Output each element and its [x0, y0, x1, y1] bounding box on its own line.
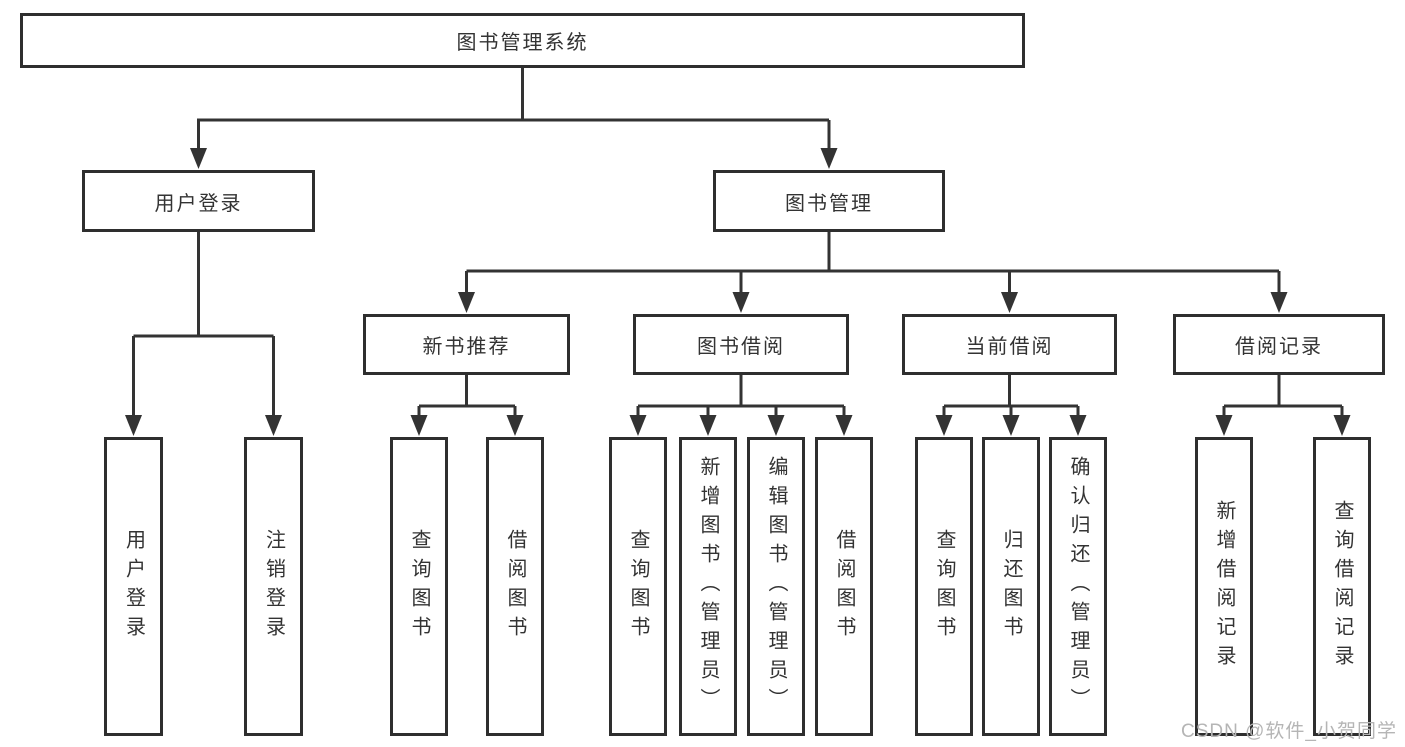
- leaf-current-return-books: 归还图书: [982, 437, 1040, 736]
- leaf-recommend-borrow-books-label: 借阅图书: [504, 528, 526, 645]
- leaf-user-login-label: 用户登录: [122, 528, 145, 645]
- leaf-records-add-record-label: 新增借阅记录: [1213, 499, 1235, 674]
- leaf-records-add-record: 新增借阅记录: [1195, 437, 1253, 736]
- leaf-borrow-borrow-books: 借阅图书: [815, 437, 873, 736]
- leaf-logout-login-label: 注销登录: [262, 528, 285, 645]
- leaf-current-query-books-label: 查询图书: [933, 528, 955, 645]
- node-book-management-label: 图书管理: [785, 192, 873, 215]
- node-user-login-label: 用户登录: [154, 192, 243, 215]
- node-root-system-label: 图书管理系统: [456, 32, 589, 54]
- node-book-borrow-label: 图书借阅: [697, 336, 785, 358]
- leaf-borrow-edit-books-admin-label: 编辑图书（管理员）: [765, 456, 787, 717]
- node-new-book-recommend-label: 新书推荐: [422, 336, 511, 358]
- leaf-current-query-books: 查询图书: [915, 437, 973, 736]
- csdn-watermark: CSDN @软件_小贺同学: [1181, 721, 1397, 742]
- leaf-records-query-record-label: 查询借阅记录: [1331, 499, 1353, 674]
- leaf-borrow-add-books-admin-label: 新增图书（管理员）: [697, 456, 719, 717]
- leaf-borrow-query-books-label: 查询图书: [627, 528, 649, 645]
- leaf-recommend-borrow-books: 借阅图书: [486, 437, 544, 736]
- node-current-borrow-label: 当前借阅: [965, 336, 1054, 358]
- leaf-borrow-query-books: 查询图书: [609, 437, 667, 736]
- leaf-logout-login: 注销登录: [244, 437, 303, 736]
- leaf-current-confirm-return-admin: 确认归还（管理员）: [1049, 437, 1107, 736]
- node-borrow-records-label: 借阅记录: [1235, 336, 1323, 358]
- leaf-borrow-add-books-admin: 新增图书（管理员）: [679, 437, 737, 736]
- leaf-user-login: 用户登录: [104, 437, 163, 736]
- node-current-borrow: 当前借阅: [902, 314, 1117, 375]
- leaf-borrow-edit-books-admin: 编辑图书（管理员）: [747, 437, 805, 736]
- node-user-login: 用户登录: [82, 170, 315, 232]
- leaf-current-return-books-label: 归还图书: [1000, 528, 1022, 645]
- leaf-borrow-borrow-books-label: 借阅图书: [833, 528, 855, 645]
- leaf-recommend-query-books: 查询图书: [390, 437, 448, 736]
- leaf-recommend-query-books-label: 查询图书: [408, 528, 430, 645]
- node-book-borrow: 图书借阅: [633, 314, 849, 375]
- node-root-system: 图书管理系统: [20, 13, 1025, 68]
- node-new-book-recommend: 新书推荐: [363, 314, 570, 375]
- node-borrow-records: 借阅记录: [1173, 314, 1385, 375]
- node-book-management: 图书管理: [713, 170, 945, 232]
- leaf-records-query-record: 查询借阅记录: [1313, 437, 1371, 736]
- leaf-current-confirm-return-admin-label: 确认归还（管理员）: [1067, 456, 1089, 717]
